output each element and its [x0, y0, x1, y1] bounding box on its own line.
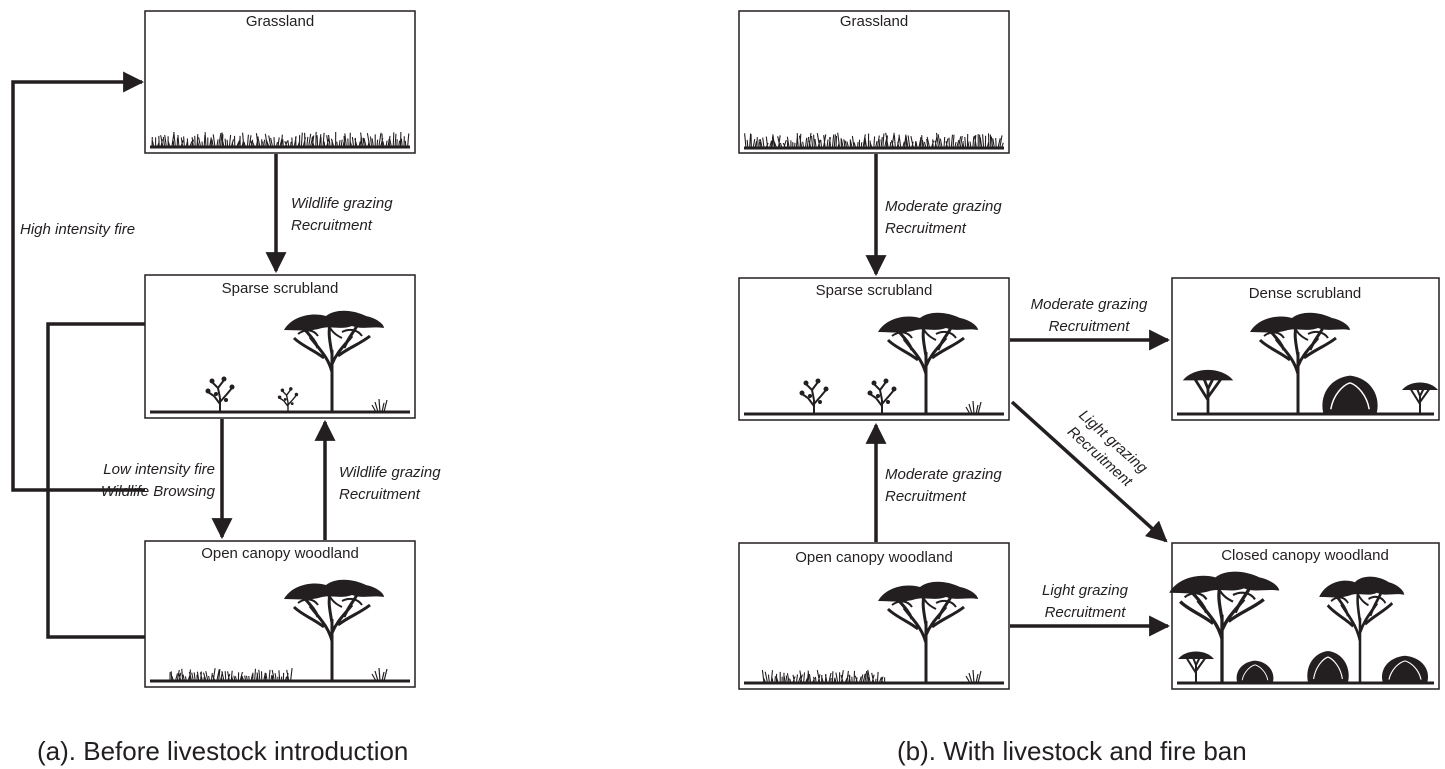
label-grass-to-sparse-b-line2: Recruitment	[885, 220, 967, 237]
panel-b: Grassland Sparse scrubland Dense scrubla…	[738, 10, 1440, 766]
shrub-icon	[1181, 368, 1235, 416]
state-title: Grassland	[840, 13, 908, 30]
grass-icon	[761, 669, 886, 684]
state-title: Open canopy woodland	[795, 549, 953, 566]
state-title: Sparse scrubland	[816, 282, 933, 299]
tree-icon	[282, 578, 386, 683]
label-sparse-to-open-line2: Wildlife Browsing	[101, 483, 216, 500]
grass-tuft-icon	[371, 398, 388, 413]
bush-icon	[1236, 660, 1274, 684]
label-open-to-sparse-line2: Recruitment	[339, 486, 421, 503]
state-grassland-a: Grassland	[144, 10, 416, 154]
state-open-canopy-woodland-b: Open canopy woodland	[738, 542, 1010, 690]
state-title: Grassland	[246, 13, 314, 30]
shrub-icon	[277, 386, 299, 413]
state-title: Dense scrubland	[1249, 285, 1362, 302]
bush-icon	[1321, 374, 1379, 415]
bush-icon	[1306, 650, 1350, 684]
label-sparse-to-open-line1: Low intensity fire	[103, 461, 215, 478]
caption-a: (a). Before livestock introduction	[37, 736, 408, 766]
arrow-high-intensity-fire	[11, 71, 145, 492]
label-grass-to-sparse-line1: Wildlife grazing	[291, 195, 393, 212]
label-open-to-sparse-line1: Wildlife grazing	[339, 464, 441, 481]
shrub-icon	[1401, 381, 1439, 415]
grass-icon	[744, 132, 1004, 149]
grass-tuft-icon	[371, 667, 388, 682]
state-sparse-scrubland-b: Sparse scrubland	[738, 277, 1010, 421]
shrub-icon	[204, 375, 236, 413]
arrow-sparse-to-closed	[1010, 400, 1168, 543]
grass-tuft-icon	[965, 400, 982, 415]
state-open-canopy-woodland-a: Open canopy woodland	[144, 540, 416, 688]
label-grass-to-sparse-b-line1: Moderate grazing	[885, 198, 1002, 215]
state-dense-scrubland: Dense scrubland	[1171, 277, 1440, 421]
label-open-to-sparse-b-line1: Moderate grazing	[885, 466, 1002, 483]
state-sparse-scrubland-a: Sparse scrubland	[144, 274, 416, 419]
state-title: Open canopy woodland	[201, 545, 359, 562]
state-grassland-b: Grassland	[738, 10, 1010, 154]
tree-icon	[282, 309, 386, 414]
label-sparse-to-dense-line1: Moderate grazing	[1031, 296, 1148, 313]
shrub-icon	[1177, 650, 1215, 684]
panel-a: Grassland Sparse scrubland Open canopy w…	[11, 10, 441, 766]
shrub-icon	[798, 377, 830, 415]
tree-icon	[876, 311, 980, 416]
state-title: Closed canopy woodland	[1221, 547, 1389, 564]
caption-b: (b). With livestock and fire ban	[897, 736, 1247, 766]
label-grass-to-sparse-line2: Recruitment	[291, 217, 373, 234]
state-title: Sparse scrubland	[222, 280, 339, 297]
grass-icon	[151, 131, 410, 148]
shrub-icon	[866, 377, 898, 415]
bush-icon	[1381, 655, 1429, 684]
grass-icon	[169, 668, 293, 682]
label-open-to-closed-line2: Recruitment	[1045, 604, 1127, 621]
grass-tuft-icon	[965, 669, 982, 684]
tree-icon	[876, 580, 980, 685]
state-closed-canopy-woodland: Closed canopy woodland	[1167, 542, 1440, 690]
label-high-intensity-fire: High intensity fire	[20, 221, 135, 238]
label-sparse-to-closed: Light grazing Recruitment	[1064, 407, 1151, 491]
arrow-open-to-high-intensity-loop	[46, 322, 145, 639]
label-open-to-closed-line1: Light grazing	[1042, 582, 1129, 599]
label-open-to-sparse-b-line2: Recruitment	[885, 488, 967, 505]
label-sparse-to-dense-line2: Recruitment	[1049, 318, 1131, 335]
